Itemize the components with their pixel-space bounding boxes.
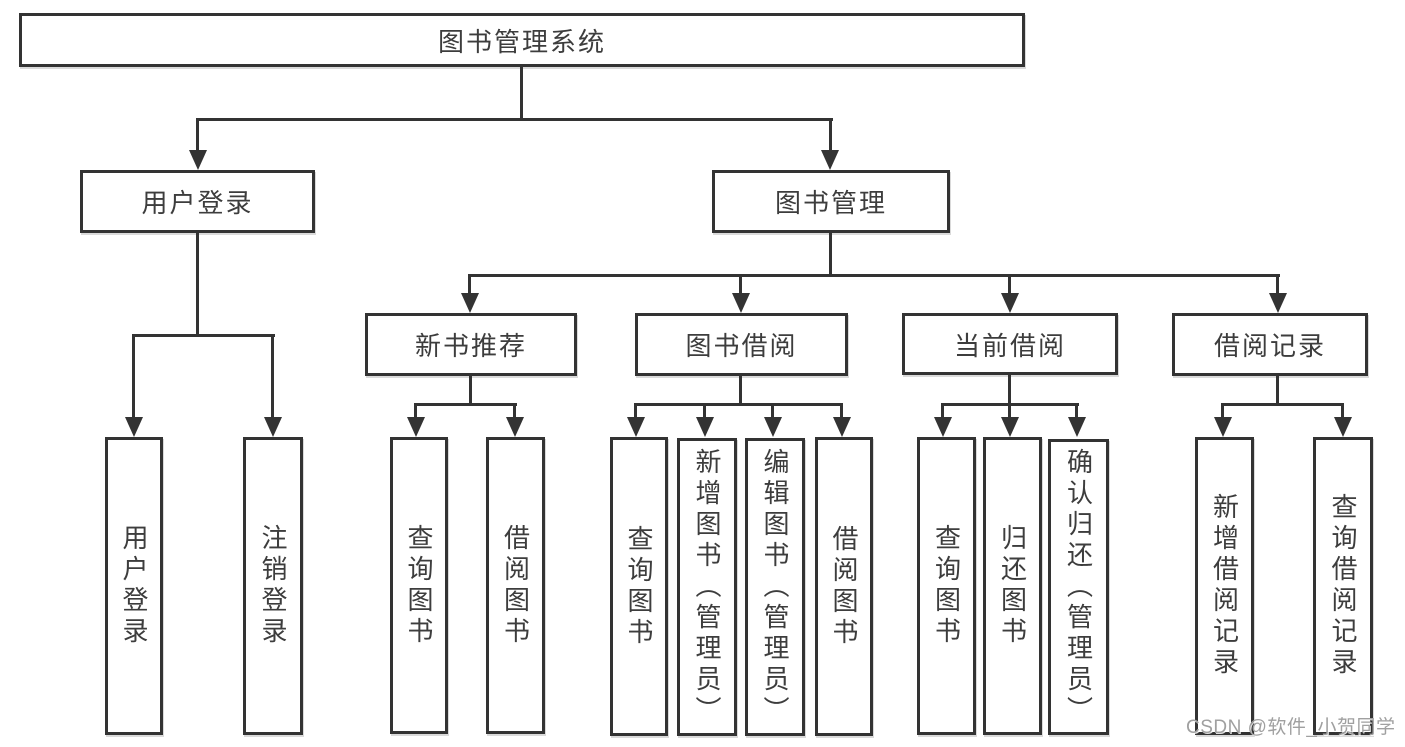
connector-line xyxy=(468,274,1280,277)
connector-line xyxy=(703,403,706,420)
leaf-return-books: 归还图书 xyxy=(983,437,1042,735)
node-user-login: 用户登录 xyxy=(80,170,315,233)
connector-line xyxy=(1221,403,1344,406)
connector-line xyxy=(196,118,199,154)
connector-line xyxy=(271,334,274,420)
leaf-edit-book-admin: 编辑图书（管理员） xyxy=(745,438,805,736)
connector-line xyxy=(468,274,471,296)
csdn-watermark: CSDN @软件_小贺同学 xyxy=(1186,717,1396,738)
leaf-add-borrow-record: 新增借阅记录 xyxy=(1195,437,1254,735)
node-new-book-recommend: 新书推荐 xyxy=(365,313,577,376)
arrow-down-icon xyxy=(264,417,282,437)
arrow-down-icon xyxy=(189,150,207,170)
arrow-down-icon xyxy=(833,417,851,437)
connector-line xyxy=(414,403,417,420)
arrow-down-icon xyxy=(764,417,782,437)
arrow-down-icon xyxy=(696,417,714,437)
connector-line xyxy=(941,403,944,420)
connector-line xyxy=(739,274,742,296)
connector-line xyxy=(1008,274,1011,296)
arrow-down-icon xyxy=(1334,417,1352,437)
connector-line xyxy=(196,233,199,337)
arrow-down-icon xyxy=(1214,417,1232,437)
leaf-query-books-recommend: 查询图书 xyxy=(390,437,448,734)
leaf-query-borrow-record: 查询借阅记录 xyxy=(1313,437,1373,735)
leaf-confirm-return-admin: 确认归还（管理员） xyxy=(1048,439,1109,735)
leaf-user-login: 用户登录 xyxy=(105,437,163,735)
arrow-down-icon xyxy=(1269,293,1287,313)
connector-line xyxy=(469,376,472,405)
leaf-logout: 注销登录 xyxy=(243,437,303,735)
node-root-library-system: 图书管理系统 xyxy=(19,13,1025,67)
connector-line xyxy=(634,403,843,406)
connector-line xyxy=(1008,375,1011,405)
leaf-query-books-borrow: 查询图书 xyxy=(610,437,668,736)
leaf-borrow-books-recommend: 借阅图书 xyxy=(486,437,545,734)
connector-line xyxy=(771,403,774,420)
arrow-down-icon xyxy=(407,417,425,437)
leaf-add-book-admin: 新增图书（管理员） xyxy=(677,438,737,736)
leaf-borrow-books: 借阅图书 xyxy=(815,437,873,736)
node-borrow-records: 借阅记录 xyxy=(1172,313,1368,376)
connector-line xyxy=(513,403,516,420)
arrow-down-icon xyxy=(821,150,839,170)
connector-line xyxy=(1276,376,1279,405)
arrow-down-icon xyxy=(506,417,524,437)
leaf-query-books-current: 查询图书 xyxy=(917,437,976,735)
connector-line xyxy=(132,334,275,337)
node-current-borrow: 当前借阅 xyxy=(902,313,1118,375)
arrow-down-icon xyxy=(1001,417,1019,437)
arrow-down-icon xyxy=(125,417,143,437)
connector-line xyxy=(1075,403,1078,420)
arrow-down-icon xyxy=(627,417,645,437)
connector-line xyxy=(1276,274,1279,296)
node-book-borrow: 图书借阅 xyxy=(635,313,848,376)
connector-line xyxy=(829,233,832,277)
connector-line xyxy=(132,334,135,420)
connector-line xyxy=(634,403,637,420)
arrow-down-icon xyxy=(461,293,479,313)
connector-line xyxy=(1341,403,1344,420)
node-book-management: 图书管理 xyxy=(712,170,950,233)
arrow-down-icon xyxy=(1068,417,1086,437)
arrow-down-icon xyxy=(934,417,952,437)
arrow-down-icon xyxy=(1001,293,1019,313)
connector-line xyxy=(1221,403,1224,420)
arrow-down-icon xyxy=(732,293,750,313)
connector-line xyxy=(414,403,517,406)
connector-line xyxy=(196,118,833,121)
connector-line xyxy=(1008,403,1011,420)
connector-line xyxy=(520,67,523,120)
connector-line xyxy=(739,376,742,405)
connector-line xyxy=(840,403,843,420)
connector-line xyxy=(829,118,832,154)
